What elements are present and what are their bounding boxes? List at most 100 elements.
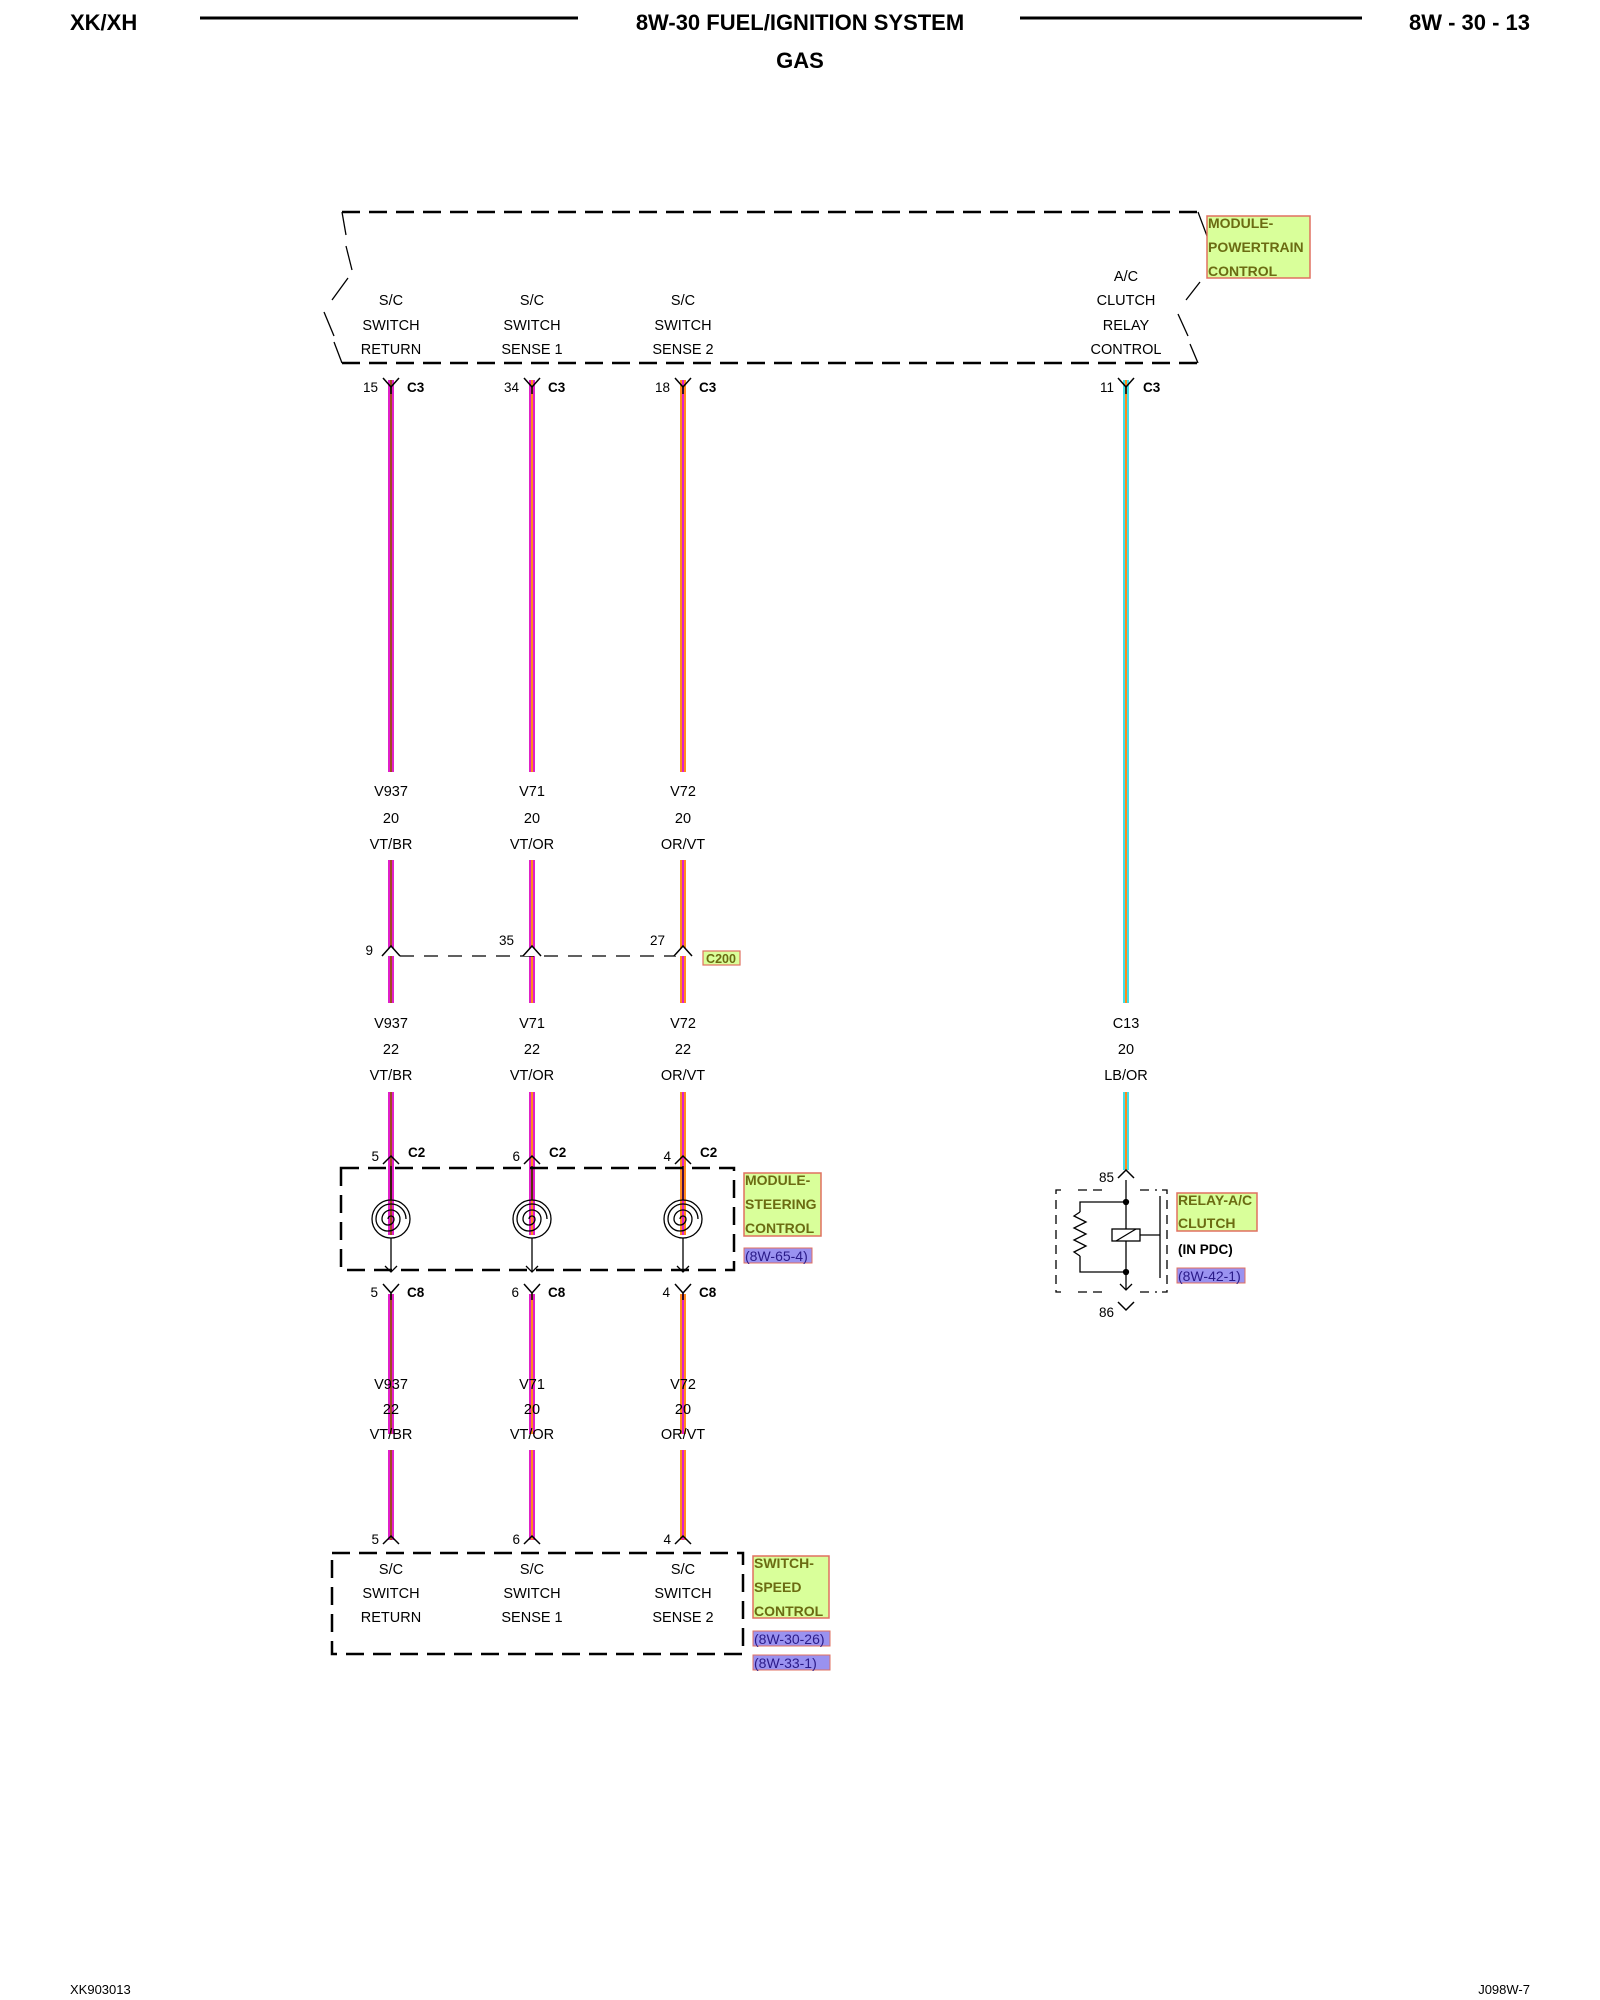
svg-text:VT/BR: VT/BR bbox=[370, 1068, 413, 1084]
header-model: XK/XH bbox=[70, 10, 137, 35]
svg-text:V72: V72 bbox=[670, 1016, 696, 1032]
page-header: XK/XH 8W-30 FUEL/IGNITION SYSTEM GAS 8W … bbox=[70, 10, 1530, 73]
svg-text:V72: V72 bbox=[670, 1377, 696, 1393]
svg-text:C8: C8 bbox=[699, 1285, 717, 1300]
svg-text:C200: C200 bbox=[706, 952, 736, 966]
svg-text:6: 6 bbox=[511, 1285, 519, 1300]
relay-tag[interactable]: RELAY-A/C CLUTCH bbox=[1176, 1192, 1258, 1232]
relay-pin-86: 86 bbox=[1099, 1301, 1135, 1320]
svg-text:C2: C2 bbox=[549, 1145, 566, 1160]
svg-text:20: 20 bbox=[1118, 1042, 1134, 1058]
svg-text:CLUTCH: CLUTCH bbox=[1097, 293, 1156, 309]
clockspring-icon bbox=[663, 1166, 703, 1273]
svg-text:CONTROL: CONTROL bbox=[1091, 342, 1162, 358]
svg-text:SENSE 1: SENSE 1 bbox=[501, 342, 562, 358]
pcm-connector-id: C3 bbox=[699, 380, 717, 395]
speed-switch-ref-link[interactable]: (8W-30-26) bbox=[752, 1630, 831, 1647]
svg-text:22: 22 bbox=[383, 1402, 399, 1418]
svg-text:20: 20 bbox=[383, 811, 399, 827]
wire-c13[interactable] bbox=[1123, 380, 1129, 1170]
svg-text:OR/VT: OR/VT bbox=[661, 837, 705, 853]
svg-text:STEERING: STEERING bbox=[745, 1196, 817, 1212]
pcm-connector-chevrons bbox=[382, 377, 1135, 394]
svg-text:22: 22 bbox=[524, 1042, 540, 1058]
relay-ref-link[interactable]: (8W-42-1) bbox=[1176, 1267, 1246, 1284]
svg-text:OR/VT: OR/VT bbox=[661, 1068, 705, 1084]
svg-text:V71: V71 bbox=[519, 1377, 545, 1393]
relay-pin-85: 85 bbox=[1099, 1168, 1135, 1185]
svg-text:SENSE 1: SENSE 1 bbox=[501, 1610, 562, 1626]
svg-text:SWITCH: SWITCH bbox=[654, 1586, 711, 1602]
wire-label-v71-lower: V71 20 VT/OR bbox=[510, 1377, 554, 1443]
svg-text:86: 86 bbox=[1099, 1305, 1114, 1320]
wire-label-v72-upper: V72 20 OR/VT bbox=[661, 784, 705, 853]
svg-text:22: 22 bbox=[675, 1042, 691, 1058]
wire-v71[interactable] bbox=[529, 380, 535, 1540]
svg-text:SWITCH: SWITCH bbox=[654, 318, 711, 334]
svg-text:4: 4 bbox=[663, 1532, 671, 1547]
svg-text:20: 20 bbox=[675, 811, 691, 827]
svg-text:C13: C13 bbox=[1113, 1016, 1140, 1032]
svg-text:20: 20 bbox=[675, 1402, 691, 1418]
svg-text:A/C: A/C bbox=[1114, 269, 1138, 285]
steering-module-tag[interactable]: MODULE- STEERING CONTROL bbox=[743, 1172, 822, 1237]
svg-text:V937: V937 bbox=[374, 1016, 408, 1032]
svg-text:SWITCH: SWITCH bbox=[362, 1586, 419, 1602]
pcm-tag[interactable]: MODULE- POWERTRAIN CONTROL bbox=[1206, 215, 1311, 279]
svg-text:85: 85 bbox=[1099, 1170, 1114, 1185]
c200-pin-number: 27 bbox=[650, 933, 665, 948]
svg-text:4: 4 bbox=[662, 1285, 670, 1300]
svg-text:SWITCH: SWITCH bbox=[362, 318, 419, 334]
speed-switch-tag[interactable]: SWITCH- SPEED CONTROL bbox=[752, 1555, 830, 1619]
speed-switch-ref-link[interactable]: (8W-33-1) bbox=[752, 1654, 831, 1671]
wire-v937[interactable] bbox=[388, 380, 394, 1540]
svg-text:MODULE-: MODULE- bbox=[745, 1172, 811, 1188]
svg-text:RETURN: RETURN bbox=[361, 1610, 421, 1626]
svg-text:22: 22 bbox=[383, 1042, 399, 1058]
header-subtitle: GAS bbox=[776, 48, 824, 73]
relay-outline bbox=[1055, 1189, 1168, 1293]
svg-text:VT/OR: VT/OR bbox=[510, 1068, 554, 1084]
svg-text:SPEED: SPEED bbox=[754, 1579, 801, 1595]
svg-text:VT/OR: VT/OR bbox=[510, 1427, 554, 1443]
pcm-pin-label-return: S/C SWITCH RETURN bbox=[361, 293, 421, 358]
header-page-number: 8W - 30 - 13 bbox=[1409, 10, 1530, 35]
steering-module-ref-link[interactable]: (8W-65-4) bbox=[743, 1247, 813, 1264]
svg-text:S/C: S/C bbox=[520, 293, 544, 309]
svg-text:S/C: S/C bbox=[379, 1562, 403, 1578]
svg-text:4: 4 bbox=[663, 1149, 671, 1164]
wire-v72[interactable] bbox=[680, 380, 686, 1540]
pcm-pin-label-sense-2: S/C SWITCH SENSE 2 bbox=[652, 293, 713, 358]
c200-tag[interactable]: C200 bbox=[702, 950, 741, 966]
c200-pin-number: 9 bbox=[365, 943, 373, 958]
svg-text:S/C: S/C bbox=[671, 1562, 695, 1578]
pcm-module-break-marks bbox=[323, 211, 1213, 364]
wire-label-v937-lower: V937 22 VT/BR bbox=[370, 1377, 413, 1443]
svg-text:RELAY: RELAY bbox=[1103, 318, 1150, 334]
steering-module-top-pins: 5 C2 6 C2 4 C2 bbox=[371, 1145, 717, 1165]
footer-figure-id: XK903013 bbox=[70, 1982, 131, 1997]
svg-text:(8W-30-26): (8W-30-26) bbox=[754, 1631, 825, 1647]
svg-text:20: 20 bbox=[524, 811, 540, 827]
svg-text:20: 20 bbox=[524, 1402, 540, 1418]
speed-switch-outline bbox=[330, 1551, 745, 1656]
pcm-tag-line-2: POWERTRAIN bbox=[1208, 239, 1304, 255]
svg-text:C8: C8 bbox=[548, 1285, 566, 1300]
clockspring-icon bbox=[371, 1166, 411, 1273]
header-title: 8W-30 FUEL/IGNITION SYSTEM bbox=[636, 10, 964, 35]
svg-text:V937: V937 bbox=[374, 1377, 408, 1393]
speed-switch-label-sense-2: S/C SWITCH SENSE 2 bbox=[652, 1562, 713, 1626]
wire-label-v937-upper: V937 20 VT/BR bbox=[370, 784, 413, 853]
svg-text:6: 6 bbox=[512, 1532, 520, 1547]
svg-text:CONTROL: CONTROL bbox=[745, 1220, 815, 1236]
wire-label-c13: C13 20 LB/OR bbox=[1104, 1016, 1148, 1084]
wire-label-v71-upper: V71 20 VT/OR bbox=[510, 784, 554, 853]
wire-label-v71-middle: V71 22 VT/OR bbox=[510, 1016, 554, 1084]
svg-text:OR/VT: OR/VT bbox=[661, 1427, 705, 1443]
svg-text:SENSE 2: SENSE 2 bbox=[652, 1610, 713, 1626]
pcm-pin-number: 15 bbox=[363, 380, 378, 395]
pcm-tag-line-3: CONTROL bbox=[1208, 263, 1278, 279]
svg-text:SWITCH: SWITCH bbox=[503, 1586, 560, 1602]
wire-label-v937-middle: V937 22 VT/BR bbox=[370, 1016, 413, 1084]
